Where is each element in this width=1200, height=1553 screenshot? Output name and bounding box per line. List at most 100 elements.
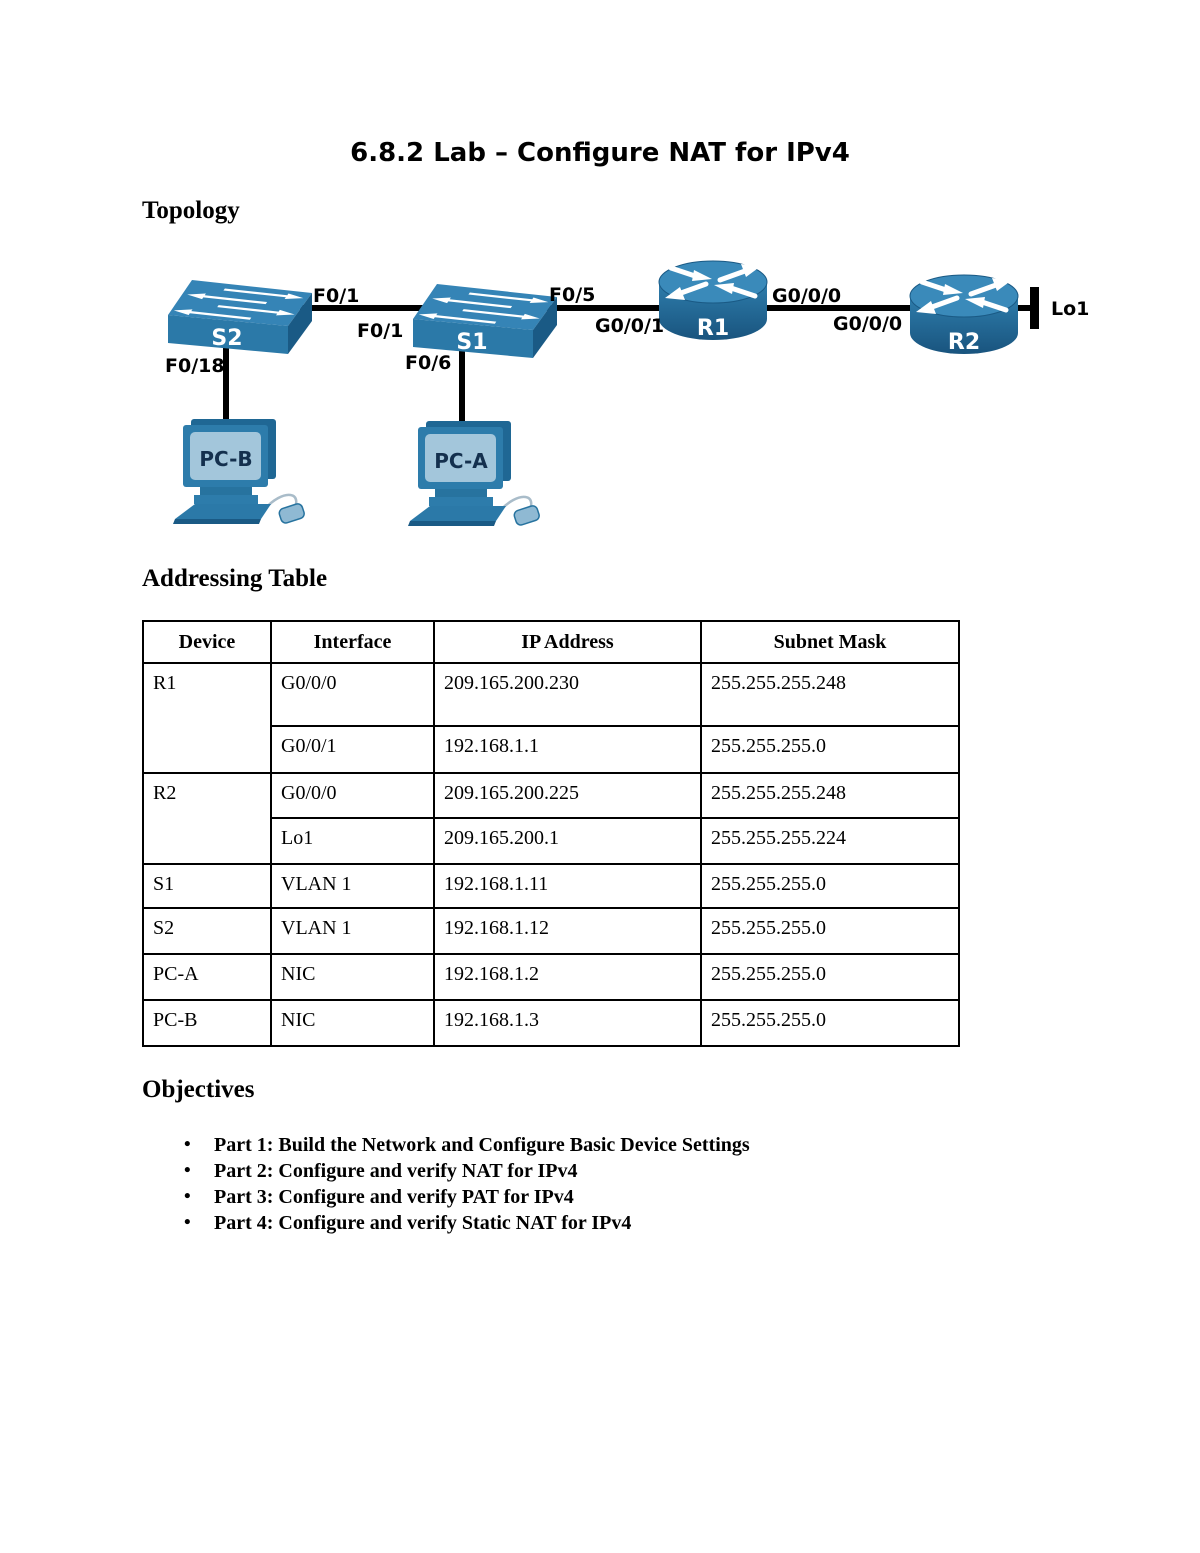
monitor-stand: [200, 487, 252, 495]
loopback-terminator-icon: [1030, 287, 1039, 329]
switch-s1-label: S1: [456, 330, 487, 355]
cell-ip: 209.165.200.1: [433, 817, 702, 865]
port-label-r1-lan: G0/0/1: [595, 315, 664, 337]
router-arrows-icon: [665, 264, 761, 300]
objective-text: Part 1: Build the Network and Configure …: [214, 1134, 750, 1156]
cell-device: S2: [142, 907, 272, 955]
pc-a-label: PC-A: [434, 449, 488, 473]
table-row: S1 VLAN 1 192.168.1.11 255.255.255.0: [142, 863, 960, 909]
port-label-s2-trunk: F0/1: [313, 285, 359, 307]
cell-mask: 255.255.255.248: [700, 662, 960, 727]
table-row: R2 G0/0/0 209.165.200.225 255.255.255.24…: [142, 772, 960, 865]
list-item: • Part 1: Build the Network and Configur…: [184, 1132, 1084, 1158]
bullet-icon: •: [184, 1186, 191, 1207]
cell-interface: Lo1: [270, 817, 435, 865]
cell-device: R2: [142, 772, 272, 865]
table-row: PC-A NIC 192.168.1.2 255.255.255.0: [142, 953, 960, 1001]
table-row: R1 G0/0/0 209.165.200.230 255.255.255.24…: [142, 662, 960, 774]
cell-interface: G0/0/1: [270, 725, 435, 774]
cell-mask: 255.255.255.0: [700, 725, 960, 774]
list-item: • Part 2: Configure and verify NAT for I…: [184, 1158, 1084, 1184]
list-item: • Part 4: Configure and verify Static NA…: [184, 1210, 1084, 1236]
switch-side-face: [533, 297, 557, 358]
col-header-ip: IP Address: [433, 620, 702, 664]
port-label-r2-wan: G0/0/0: [833, 313, 902, 335]
table-row: PC-B NIC 192.168.1.3 255.255.255.0: [142, 999, 960, 1047]
switch-s1-icon: S1: [413, 284, 557, 358]
objective-text: Part 2: Configure and verify NAT for IPv…: [214, 1160, 578, 1182]
objectives-heading: Objectives: [142, 1076, 255, 1103]
router-arrows-icon: [916, 278, 1012, 314]
cell-mask: 255.255.255.248: [700, 772, 960, 819]
port-label-r1-wan: G0/0/0: [772, 285, 841, 307]
pc-base: [410, 506, 506, 521]
cell-ip: 209.165.200.230: [433, 662, 702, 727]
table-row: S2 VLAN 1 192.168.1.12 255.255.255.0: [142, 907, 960, 955]
cell-mask: 255.255.255.224: [700, 817, 960, 865]
col-header-device: Device: [142, 620, 272, 664]
col-header-mask: Subnet Mask: [700, 620, 960, 664]
list-item: • Part 3: Configure and verify PAT for I…: [184, 1184, 1084, 1210]
monitor-stand-base: [429, 497, 493, 506]
switch-side-face: [288, 293, 312, 354]
port-label-s1-trunk: F0/1: [357, 320, 403, 342]
switch-s2-icon: S2: [168, 280, 312, 354]
table-row: G0/0/1 192.168.1.1 255.255.255.0: [143, 725, 960, 774]
switch-arrows-icon: [418, 292, 549, 324]
router-r1-label: R1: [697, 316, 729, 341]
page-title: 6.8.2 Lab – Configure NAT for IPv4: [350, 138, 850, 168]
cell-ip: 192.168.1.2: [433, 953, 702, 1001]
pc-base-edge: [408, 521, 496, 526]
cell-ip: 192.168.1.12: [433, 907, 702, 955]
pc-base-edge: [173, 519, 261, 524]
cell-device: R1: [142, 662, 272, 774]
router-r2-label: R2: [948, 330, 980, 355]
col-header-interface: Interface: [270, 620, 435, 664]
cell-ip: 192.168.1.3: [433, 999, 702, 1047]
pc-a-icon: PC-A: [408, 421, 540, 526]
topology-diagram: S2 S1 R1: [165, 260, 1089, 526]
cell-mask: 255.255.255.0: [700, 999, 960, 1047]
switch-arrows-icon: [173, 288, 304, 320]
cell-interface: NIC: [270, 953, 435, 1001]
cell-device: PC-A: [142, 953, 272, 1001]
cell-ip: 192.168.1.11: [433, 863, 702, 909]
cell-interface: NIC: [270, 999, 435, 1047]
cell-mask: 255.255.255.0: [700, 953, 960, 1001]
router-r2-icon: R2: [909, 274, 1019, 355]
table-row: Lo1 209.165.200.1 255.255.255.224: [143, 817, 960, 865]
cell-ip: 209.165.200.225: [433, 772, 702, 819]
cell-mask: 255.255.255.0: [700, 907, 960, 955]
port-label-s2-access: F0/18: [165, 355, 225, 377]
monitor-stand: [435, 489, 487, 497]
monitor-screen: [190, 432, 261, 480]
cell-interface: VLAN 1: [270, 907, 435, 955]
mouse-icon: [278, 503, 305, 524]
objective-text: Part 3: Configure and verify PAT for IPv…: [214, 1186, 574, 1208]
addressing-table: Device Interface IP Address Subnet Mask …: [142, 620, 960, 1047]
cell-mask: 255.255.255.0: [700, 863, 960, 909]
port-label-s1-access: F0/6: [405, 352, 451, 374]
cell-interface: G0/0/0: [270, 662, 435, 727]
mouse-icon: [513, 505, 540, 526]
cell-device: PC-B: [142, 999, 272, 1047]
bullet-icon: •: [184, 1212, 191, 1233]
pc-base: [175, 504, 271, 519]
monitor-screen: [425, 434, 496, 482]
objective-text: Part 4: Configure and verify Static NAT …: [214, 1212, 632, 1234]
port-label-r2-loopback: Lo1: [1051, 298, 1089, 320]
bullet-icon: •: [184, 1134, 191, 1155]
cell-ip: 192.168.1.1: [433, 725, 702, 774]
router-r1-icon: R1: [658, 260, 768, 341]
addressing-table-heading: Addressing Table: [142, 565, 328, 592]
topology-heading: Topology: [142, 197, 240, 224]
cell-device: S1: [142, 863, 272, 909]
table-header-row: Device Interface IP Address Subnet Mask: [142, 620, 960, 664]
pc-b-label: PC-B: [199, 447, 252, 471]
cell-interface: G0/0/0: [270, 772, 435, 819]
pc-b-icon: PC-B: [173, 419, 305, 524]
switch-front-face: [413, 319, 533, 358]
cell-interface: VLAN 1: [270, 863, 435, 909]
switch-front-face: [168, 315, 288, 354]
objectives-list: • Part 1: Build the Network and Configur…: [184, 1132, 1084, 1236]
